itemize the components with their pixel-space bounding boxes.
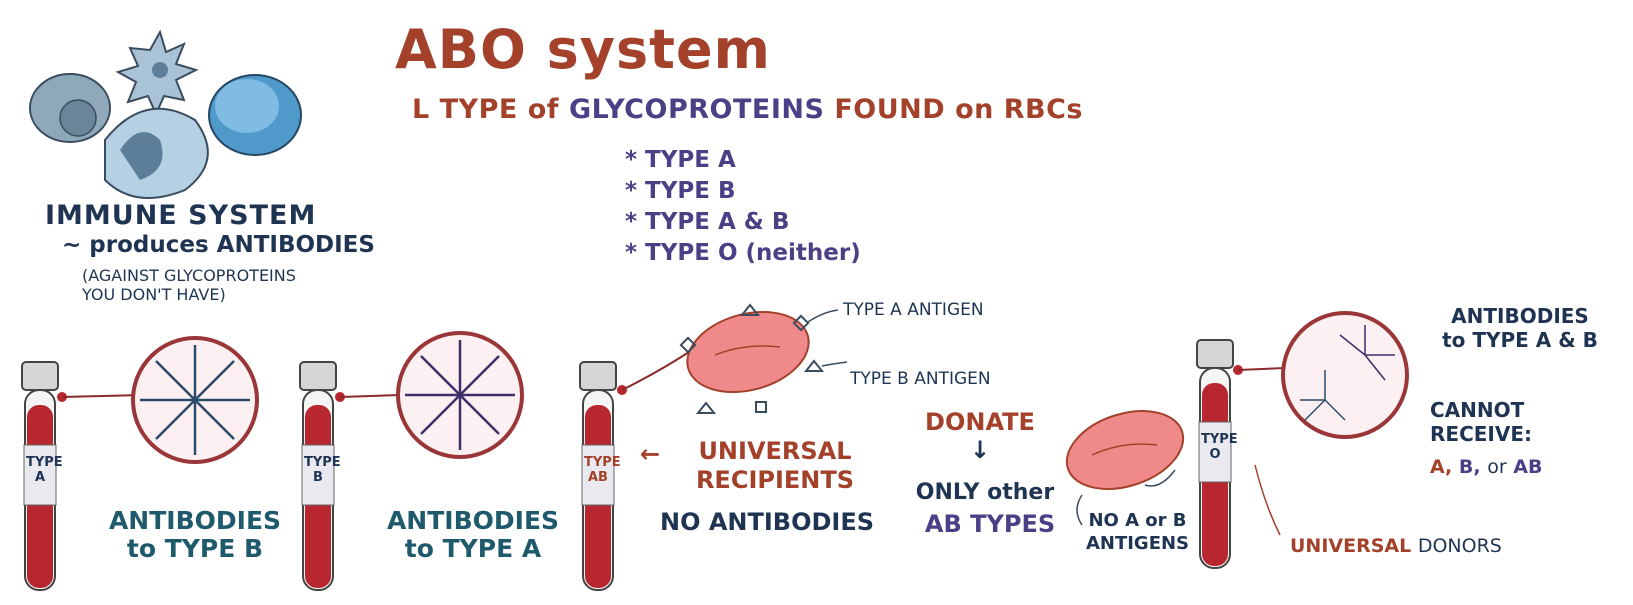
blood-types-list: * TYPE A * TYPE B * TYPE A & B * TYPE O … (625, 145, 861, 269)
antibodies-to-type-b: ANTIBODIES to TYPE B (100, 507, 290, 563)
tube-ab-line2: AB (588, 470, 608, 485)
antibodies-b-line1: ANTIBODIES (108, 506, 282, 535)
tube-o-line2: O (1209, 447, 1221, 462)
subtitle-part2: GLYCOPROTEINS (568, 94, 825, 125)
universal-recipients: UNIVERSAL RECIPIENTS (680, 437, 870, 495)
tube-b-line2: B (313, 470, 323, 485)
other-word: other (987, 480, 1055, 505)
antibody-circle-ab (1281, 311, 1409, 439)
tube-type-o (1144, 339, 1286, 569)
ab-types-label: AB TYPES (924, 510, 1056, 538)
rbc-with-antigens (679, 303, 848, 414)
antibody-circle-a (396, 331, 524, 459)
antibody-circle-b (131, 336, 259, 464)
tube-a-line1: TYPE (26, 455, 63, 470)
type-list-item: * TYPE B (625, 178, 736, 204)
universal-donors-word1: UNIVERSAL (1290, 535, 1412, 557)
page-title: ABO system (395, 18, 771, 81)
type-list-item: * TYPE A (625, 147, 736, 173)
type-a-antigen-label: TYPE A ANTIGEN (843, 300, 984, 320)
universal-donors: UNIVERSAL DONORS (1290, 535, 1502, 557)
immune-cells-illustration (29, 29, 302, 199)
immune-system-heading: IMMUNE SYSTEM (45, 200, 317, 231)
no-a-or-b-antigens: NO A or B ANTIGENS (1075, 509, 1200, 555)
or-word: or (1487, 456, 1507, 478)
type-a-word: A, (1430, 456, 1453, 478)
tube-type-ab (579, 349, 693, 591)
antibodies-b-line2: to TYPE B (126, 534, 264, 563)
no-a-or-b-line1: NO A or B (1088, 510, 1187, 531)
tube-a-label: TYPE A (26, 455, 63, 485)
receive-word: RECEIVE: (1430, 422, 1532, 446)
no-antibodies: NO ANTIBODIES (660, 508, 875, 536)
type-b-antigen-label: TYPE B ANTIGEN (850, 369, 991, 389)
donate-arrow: ↓ (969, 436, 991, 464)
rbc-type-o (1065, 410, 1185, 526)
antibodies-ab-line1: ANTIBODIES (1451, 304, 1589, 328)
no-a-or-b-line2: ANTIGENS (1085, 533, 1190, 554)
type-ab-word: AB (1513, 456, 1543, 478)
antibodies-ab-line2: to TYPE A & B (1442, 328, 1598, 352)
antibodies-to-type-a: ANTIBODIES to TYPE A (378, 507, 568, 563)
tube-o-line1: TYPE (1201, 432, 1238, 447)
tube-ab-label: TYPE AB (584, 455, 621, 485)
tube-type-a (21, 361, 146, 591)
tube-a-line2: A (34, 470, 46, 485)
tube-type-b (299, 361, 401, 591)
type-list-item: * TYPE A & B (625, 209, 790, 235)
tube-o-label: TYPE O (1201, 432, 1238, 462)
against-line-2: YOU DON'T HAVE) (82, 285, 226, 304)
universal-recipients-line1: UNIVERSAL (698, 437, 852, 465)
cannot-receive-types: A, B, or AB (1430, 456, 1542, 478)
only-word: ONLY (915, 480, 980, 505)
antibodies-a-line2: to TYPE A (404, 534, 542, 563)
subtitle-part3: FOUND on RBCs (834, 94, 1083, 125)
subtitle-part1: TYPE of (439, 94, 560, 125)
produces-antibodies: ~ produces ANTIBODIES (62, 232, 375, 258)
universal-donors-word2: DONORS (1417, 535, 1502, 557)
against-line-1: (AGAINST GLYCOPROTEINS (82, 266, 296, 285)
antibodies-to-type-a-and-b: ANTIBODIES to TYPE A & B (1410, 304, 1630, 352)
against-glycoproteins-note: (AGAINST GLYCOPROTEINS YOU DON'T HAVE) (82, 266, 296, 304)
tube-b-label: TYPE B (304, 455, 341, 485)
only-other-label: ONLY other (915, 480, 1055, 505)
tube-ab-line1: TYPE (584, 455, 621, 470)
tube-b-line1: TYPE (304, 455, 341, 470)
subtitle: L TYPE of GLYCOPROTEINS FOUND on RBCs (412, 94, 1083, 125)
cannot-receive: CANNOT RECEIVE: (1430, 398, 1540, 446)
donate-label: DONATE (925, 408, 1035, 436)
universal-recipients-line2: RECIPIENTS (695, 466, 855, 494)
arrow-to-tube-ab: ← (640, 440, 661, 468)
subtitle-prefix: L (412, 94, 430, 125)
cannot-word: CANNOT (1430, 398, 1525, 422)
type-list-item: * TYPE O (neither) (625, 240, 861, 266)
type-b-word: B, (1458, 456, 1481, 478)
antibodies-a-line1: ANTIBODIES (386, 506, 560, 535)
